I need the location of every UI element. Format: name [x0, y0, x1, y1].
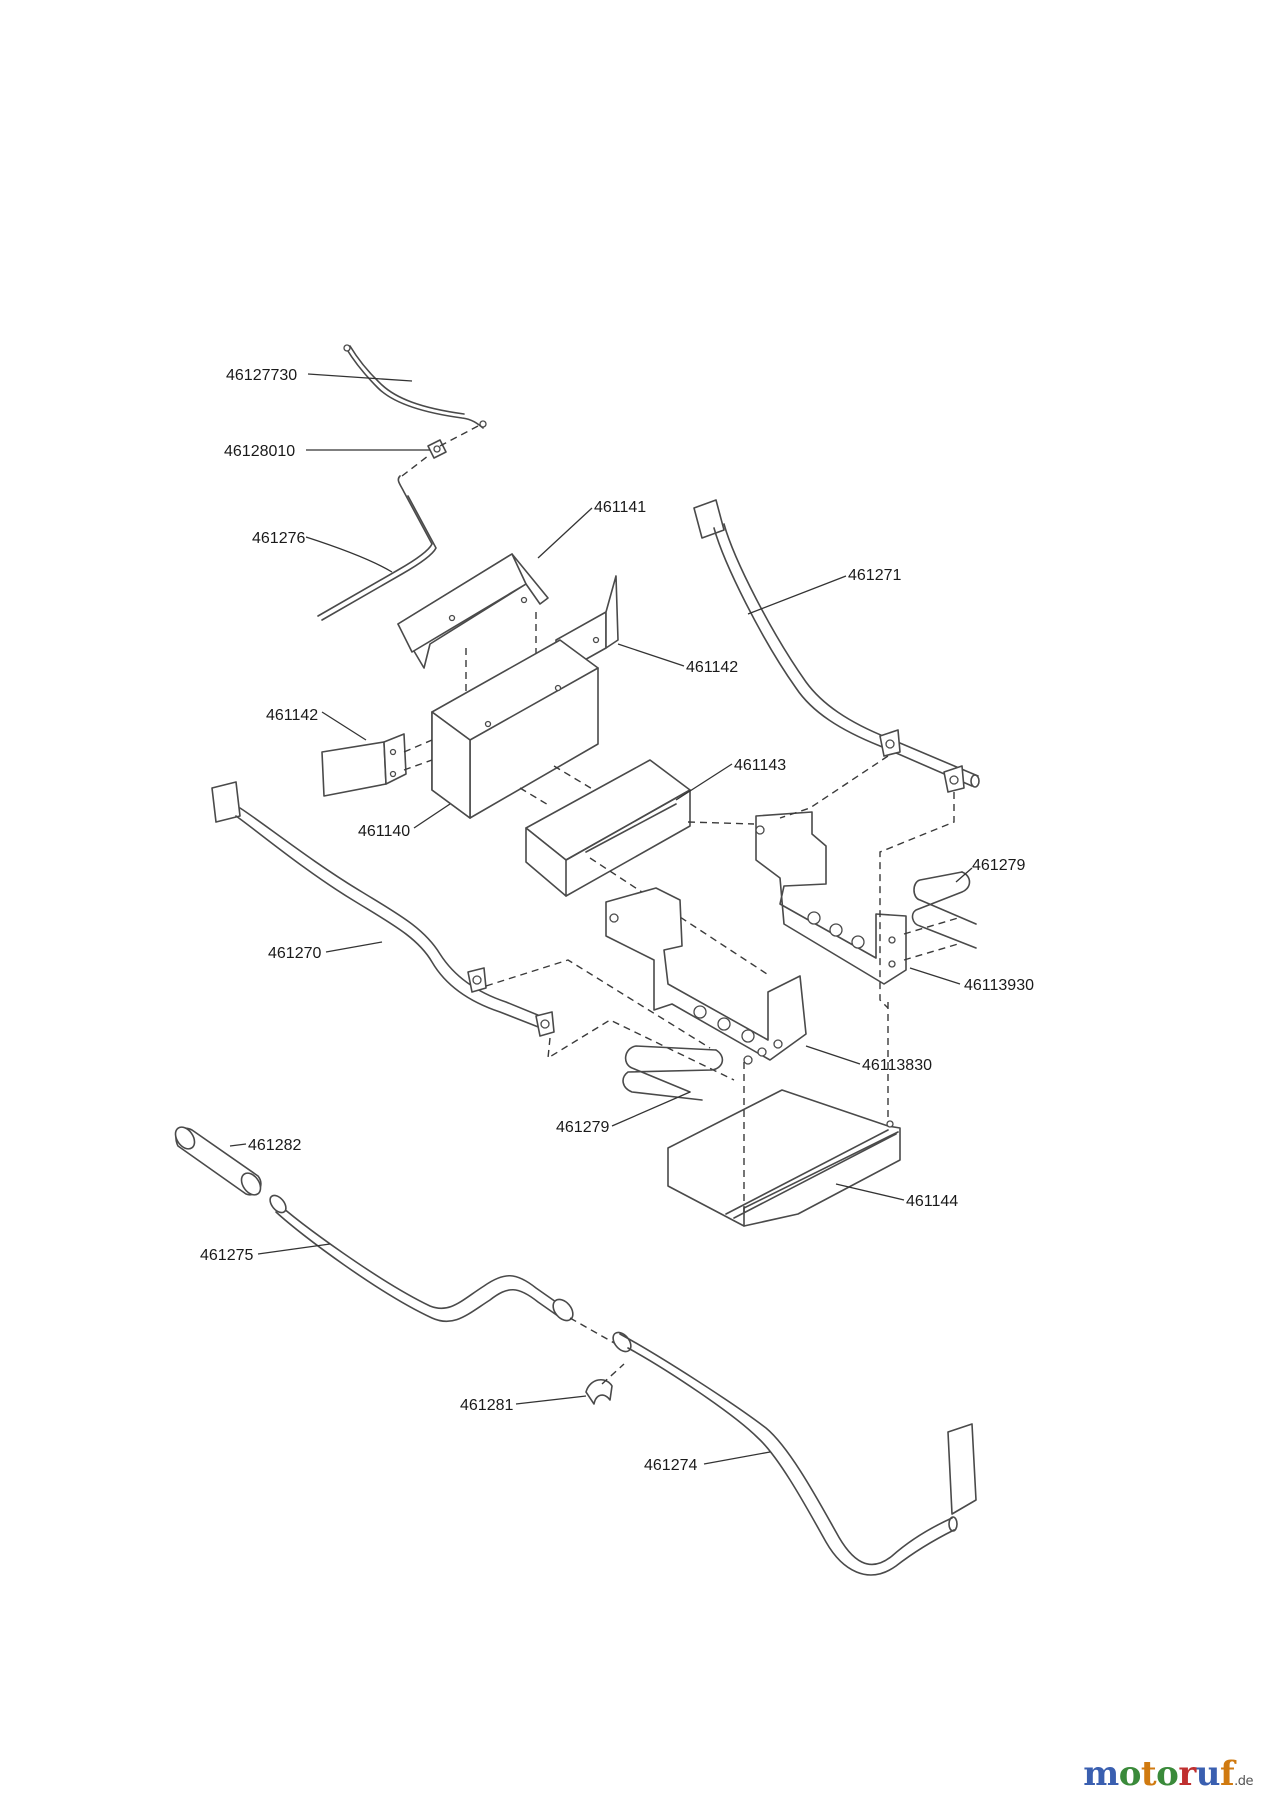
- tube-part: [269, 1194, 574, 1323]
- label-461140: 461140: [358, 823, 410, 840]
- logo-letter: f: [1219, 1754, 1235, 1794]
- label-461142-left: 461142: [266, 707, 318, 724]
- logo-letter: m: [1083, 1754, 1119, 1794]
- label-461281: 461281: [460, 1397, 513, 1414]
- label-461142-right: 461142: [686, 659, 738, 676]
- label-461274: 461274: [644, 1457, 697, 1474]
- label-461141: 461141: [594, 499, 646, 516]
- housing-part: [431, 639, 599, 819]
- label-46128010: 46128010: [224, 443, 295, 460]
- channel-part: [525, 759, 691, 897]
- sleeve-part: [174, 1126, 262, 1196]
- label-461270: 461270: [268, 945, 321, 962]
- label-46113930: 46113930: [964, 977, 1034, 994]
- logo-letter: o: [1118, 1754, 1142, 1794]
- label-461279-left: 461279: [556, 1119, 609, 1136]
- label-461143: 461143: [734, 757, 786, 774]
- connector-part: [427, 439, 447, 459]
- label-461275: 461275: [200, 1247, 253, 1264]
- u-bolt-part: [622, 1045, 724, 1101]
- side-bracket-part: [321, 733, 407, 797]
- cable-part: [343, 344, 487, 429]
- leader-lines: [229, 373, 973, 1465]
- bracket-part: [755, 811, 907, 985]
- logo-letter: u: [1195, 1754, 1221, 1794]
- label-461144: 461144: [906, 1193, 958, 1210]
- u-bolt-part: [911, 871, 977, 949]
- skid-plate-part: [667, 1089, 901, 1227]
- rod-part: [317, 475, 437, 621]
- logo-letter: t: [1140, 1754, 1157, 1794]
- handle-part: [612, 1331, 977, 1576]
- rod-part: [693, 499, 980, 793]
- rod-part: [211, 781, 555, 1037]
- bracket-part: [605, 887, 807, 1065]
- logo-suffix: .de: [1234, 1774, 1253, 1789]
- label-461279-right: 461279: [972, 857, 1025, 874]
- part-labels: 46127730 46128010 461276 461141 461271 4…: [200, 367, 1034, 1474]
- label-461276: 461276: [252, 530, 305, 547]
- clip-part: [585, 1379, 613, 1405]
- label-46127730: 46127730: [226, 367, 297, 384]
- watermark-logo: motoruf.de: [1083, 1754, 1253, 1794]
- logo-letter: o: [1156, 1754, 1179, 1794]
- label-461271: 461271: [848, 567, 901, 584]
- logo-letter: r: [1178, 1754, 1196, 1794]
- cover-plate-part: [397, 553, 549, 669]
- label-461282: 461282: [248, 1137, 301, 1154]
- label-46113830: 46113830: [862, 1057, 932, 1074]
